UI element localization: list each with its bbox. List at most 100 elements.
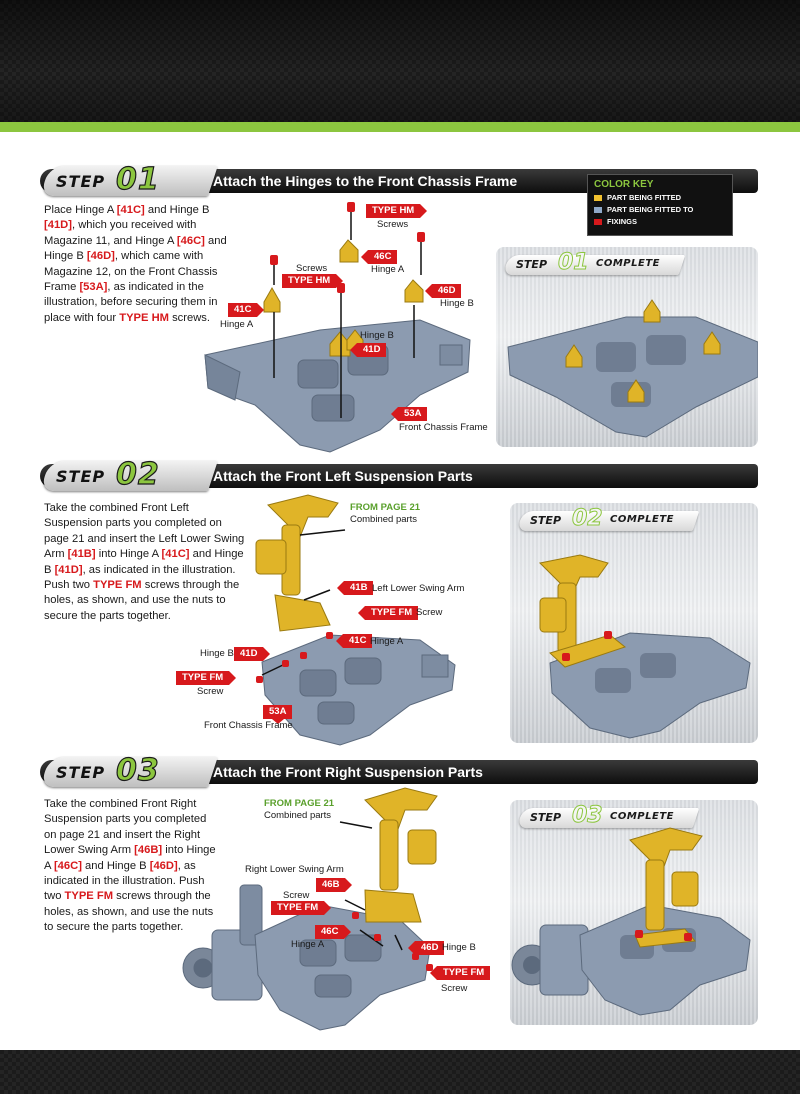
color-key-label: FIXINGS <box>607 217 638 226</box>
hinge-a-label: Hinge A <box>370 636 404 647</box>
instruction-text: , as indicated in the illustration, befo… <box>44 281 218 324</box>
combined-parts-label: Combined parts <box>264 810 332 821</box>
hinge-a-label: Hinge A <box>371 264 405 275</box>
complete-badge-word: STEP <box>516 258 548 271</box>
step-01-complete-render <box>507 299 758 438</box>
front-chassis-frame-label: Front Chassis Frame <box>204 720 293 731</box>
hinge-b-label: Hinge B <box>360 330 394 341</box>
tag-46d: 46D <box>424 284 462 298</box>
step-badge-number: 03 <box>115 752 160 788</box>
step-title: Attach the Hinges to the Front Chassis F… <box>213 173 518 189</box>
swatch-fitted-to <box>594 206 602 213</box>
type-hm-tag: TYPE HM <box>282 274 344 288</box>
tag-46b: 46B <box>316 878 353 892</box>
complete-badge-label: COMPLETE <box>596 258 660 269</box>
instruction-text: into Hinge A <box>95 548 162 561</box>
type-fm-tag: TYPE FM <box>176 671 237 685</box>
instruction-text: screws through the holes, as shown, and … <box>44 579 240 622</box>
screw-heads <box>352 912 433 971</box>
carbon-header-band <box>0 0 800 122</box>
instruction-text: , which you received with Magazine 11, a… <box>44 219 197 247</box>
step-badge-word: STEP <box>56 467 106 486</box>
instruction-text: into Hinge A <box>44 844 216 872</box>
instruction-text: , which came with Magazine 12, on the Fr… <box>44 250 218 294</box>
screws-and-guides <box>273 212 422 418</box>
part-reference: TYPE HM <box>119 311 169 324</box>
tag-46c: 46C <box>360 250 398 264</box>
tag-41d: 41D <box>234 647 271 661</box>
type-fm-tag: TYPE FM <box>271 901 332 915</box>
part-reference: [41C] <box>116 204 145 216</box>
from-page-label: FROM PAGE 21 <box>264 798 335 809</box>
part-reference: [46B] <box>134 844 163 857</box>
instruction-text: screws through the holes, as shown, and … <box>44 890 214 934</box>
step-title: Attach the Front Left Suspension Parts <box>213 468 473 484</box>
part-reference: [46D] <box>149 859 178 872</box>
complete-badge-label: COMPLETE <box>610 811 674 822</box>
step-03-instructions: Take the combined Front Right Suspension… <box>44 797 216 936</box>
step-badge-number: 02 <box>115 456 160 492</box>
step-01-instructions: Place Hinge A [41C] and Hinge B [41D], w… <box>44 203 240 326</box>
combined-parts-label: Combined parts <box>350 514 418 525</box>
type-hm-tag: TYPE HM <box>366 204 428 218</box>
tag-46c: 46C <box>315 925 352 939</box>
swatch-fixings <box>594 218 602 225</box>
step-02-instructions: Take the combined Front Left Suspension … <box>44 501 248 624</box>
tag-41d: 41D <box>349 343 387 357</box>
instruction-text: screws. <box>168 311 211 324</box>
color-key-label: PART BEING FITTED TO <box>607 205 694 214</box>
tag-46d: 46D <box>407 941 445 955</box>
right-lower-swing-arm-label: Right Lower Swing Arm <box>245 864 344 875</box>
tag-41c: 41C <box>335 634 373 648</box>
hinge-b-label: Hinge B <box>442 942 476 953</box>
hinge-a-label: Hinge A <box>220 319 254 330</box>
step-02-complete-render <box>538 554 751 739</box>
instruction-text: Take the combined Front Right Suspension… <box>44 798 207 857</box>
front-chassis-frame <box>261 634 456 746</box>
complete-badge-word: STEP <box>530 811 562 824</box>
step-03-complete-render <box>511 827 751 1016</box>
part-reference: [46D] <box>86 250 115 263</box>
color-key-title: COLOR KEY <box>594 179 654 190</box>
screw-heads <box>256 632 333 683</box>
part-reference: [41D] <box>44 219 72 232</box>
step-03-complete-panel: STEP 03 COMPLETE <box>510 800 758 1025</box>
part-reference: [41B] <box>67 548 96 561</box>
right-suspension-assembly <box>364 787 438 923</box>
step-badge-word: STEP <box>56 763 106 782</box>
complete-badge-number: 03 <box>572 803 604 829</box>
instruction-text: Take the combined Front Left Suspension … <box>44 502 245 561</box>
color-key-label: PART BEING FITTED <box>607 193 682 202</box>
step-02-header: STEP 02 Attach the Front Left Suspension… <box>40 456 758 493</box>
instruction-text: Place Hinge A <box>44 204 117 216</box>
left-lower-swing-arm-label: Left Lower Swing Arm <box>372 583 465 594</box>
instruction-text: and Hinge B <box>44 548 244 576</box>
instruction-text: and Hinge B <box>144 204 210 216</box>
part-reference: [46C] <box>53 859 82 872</box>
screw-label: Screw <box>416 607 443 618</box>
front-chassis-frame-label: Front Chassis Frame <box>399 422 488 433</box>
hinge-b-label: Hinge B <box>440 298 474 309</box>
complete-badge-word: STEP <box>530 514 562 527</box>
step-01-complete-panel: STEP 01 COMPLETE <box>496 247 758 447</box>
swatch-fitted <box>594 194 602 201</box>
complete-badge-number: 02 <box>572 506 604 532</box>
chassis-with-left-suspension <box>182 884 431 1031</box>
from-page-label: FROM PAGE 21 <box>350 502 421 513</box>
part-reference: [53A] <box>79 281 108 294</box>
tag-53a: 53A <box>390 407 428 421</box>
step-badge-number: 01 <box>115 161 160 197</box>
part-reference: [41C] <box>161 548 190 561</box>
color-key-row: PART BEING FITTED <box>594 193 726 202</box>
color-key-row: FIXINGS <box>594 217 726 226</box>
tag-53a: 53A <box>263 705 293 724</box>
part-reference: [46C] <box>176 234 205 247</box>
part-reference: [41D] <box>54 563 83 576</box>
assembly-guides <box>339 821 403 951</box>
color-key: COLOR KEY PART BEING FITTED PART BEING F… <box>587 174 733 236</box>
instruction-text: , as indicated in the illustration. Push… <box>44 859 205 903</box>
complete-badge-number: 01 <box>558 250 590 276</box>
step-02-complete-panel: STEP 02 COMPLETE <box>510 503 758 743</box>
